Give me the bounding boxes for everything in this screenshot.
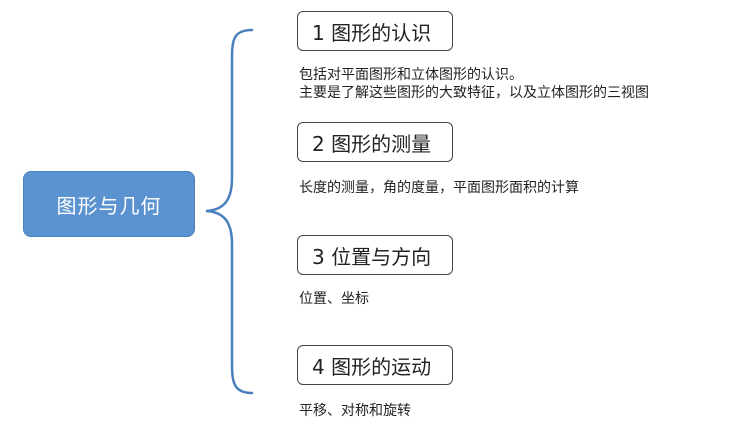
topic-node-shape-recognition[interactable]: 1 图形的认识 bbox=[297, 11, 453, 51]
description-line: 长度的测量，角的度量，平面图形面积的计算 bbox=[299, 180, 579, 196]
topic-node-shape-motion[interactable]: 4 图形的运动 bbox=[297, 345, 453, 385]
topic-description-shape-measurement: 长度的测量，角的度量，平面图形面积的计算 bbox=[299, 179, 579, 197]
topic-description-shape-motion: 平移、对称和旋转 bbox=[299, 402, 411, 420]
topic-node-position-direction[interactable]: 3 位置与方向 bbox=[297, 235, 453, 275]
topic-description-shape-recognition: 包括对平面图形和立体图形的认识。 主要是了解这些图形的大致特征，以及立体图形的三… bbox=[299, 66, 649, 102]
topic-label: 2 图形的测量 bbox=[312, 131, 432, 156]
topic-node-shape-measurement[interactable]: 2 图形的测量 bbox=[297, 122, 453, 162]
brace-path bbox=[205, 28, 254, 395]
description-line: 包括对平面图形和立体图形的认识。 bbox=[299, 67, 523, 83]
description-line: 位置、坐标 bbox=[299, 291, 369, 307]
root-node-label: 图形与几何 bbox=[56, 193, 162, 218]
topic-label: 1 图形的认识 bbox=[312, 20, 432, 45]
root-node[interactable]: 图形与几何 bbox=[23, 171, 195, 237]
topic-label: 3 位置与方向 bbox=[312, 244, 432, 269]
description-line: 平移、对称和旋转 bbox=[299, 403, 411, 419]
description-line: 主要是了解这些图形的大致特征，以及立体图形的三视图 bbox=[299, 85, 649, 101]
topic-label: 4 图形的运动 bbox=[312, 354, 432, 379]
topic-description-position-direction: 位置、坐标 bbox=[299, 290, 369, 308]
